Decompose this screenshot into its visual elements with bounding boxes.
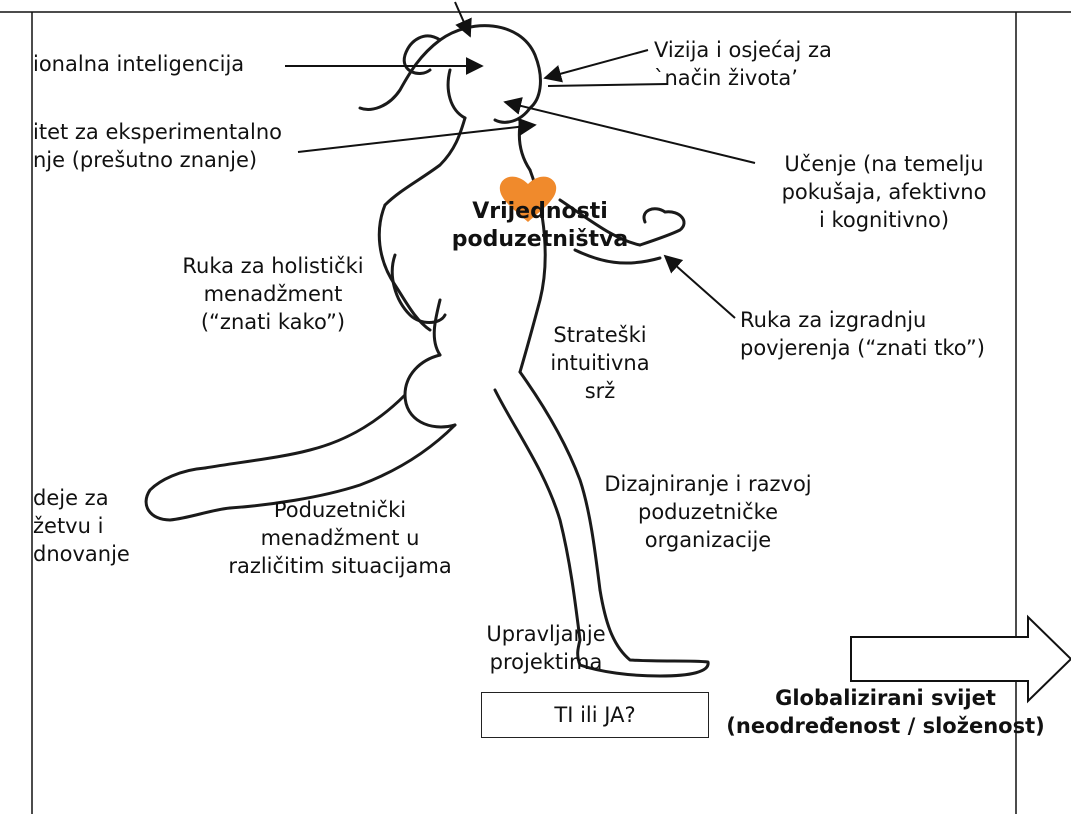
label-ideas-feet: deje za žetvu i dnovanje: [33, 484, 130, 568]
label-design-organization: Dizajniranje i razvoj poduzetničke organ…: [588, 470, 828, 554]
arrow-experimental: [298, 125, 535, 152]
label-trust-hand: Ruka za izgradnju povjerenja (“znati tko…: [740, 306, 985, 362]
label-project-management: Upravljanje projektima: [466, 620, 626, 676]
arrow-learning: [505, 102, 755, 163]
label-entrepreneurial-management: Poduzetnički menadžment u različitim sit…: [210, 496, 470, 580]
arrow-vision-tail: [548, 84, 668, 86]
label-experimental-capacity: itet za eksperimentalno nje (prešutno zn…: [33, 118, 282, 174]
label-holistic-hand: Ruka za holistički menadžment (“znati ka…: [168, 252, 378, 336]
arrow-trust-hand: [665, 256, 735, 318]
label-vision: Vizija i osjećaj za `način života’: [654, 36, 832, 92]
label-learning: Učenje (na temelju pokušaja, afektivno i…: [764, 150, 1004, 234]
label-strategic-core: Strateški intuitivna srž: [535, 321, 665, 405]
label-entrepreneurship-values: Vrijednosti poduzetništva: [440, 198, 640, 254]
label-globalized-world: Globalizirani svijet (neodređenost / slo…: [700, 684, 1071, 740]
ti-ili-ja-box: TI ili JA?: [481, 692, 709, 738]
label-emotional-intelligence: ionalna inteligencija: [33, 50, 244, 78]
ti-ili-ja-label: TI ili JA?: [554, 701, 635, 729]
arrow-vision: [545, 50, 648, 78]
